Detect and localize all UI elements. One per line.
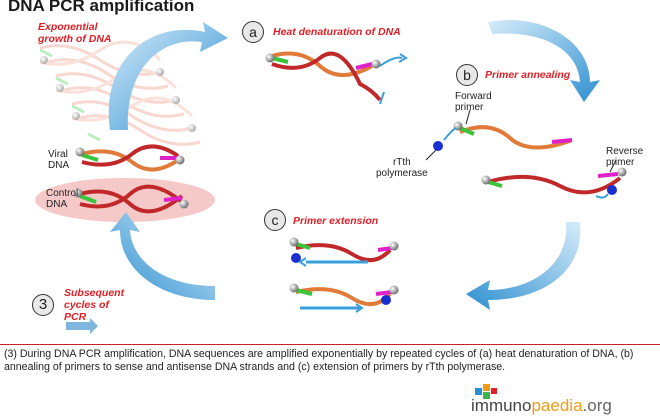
brand-wordmark[interactable]: immunopaedia.org [471,396,612,416]
cycle-arrow-bottom-left [110,212,215,300]
step-a-label: Heat denaturation of DNA [273,26,401,38]
figure-caption: (3) During DNA PCR amplification, DNA se… [4,348,634,373]
step-b-label: Primer annealing [485,69,571,81]
brand-part-immuno: immuno [471,396,532,415]
reverse-primer-strand [481,159,627,199]
step-b-marker: b [456,64,478,86]
brand-logo-icon [475,384,497,399]
step-a-marker: a [242,21,264,43]
denatured-dna [265,51,408,105]
next-cycle-arrow [66,318,98,334]
control-dna-strand [73,184,189,214]
caption-divider [0,344,660,345]
step-c-marker: c [264,209,286,231]
diagram-graphics [35,19,627,334]
brand-part-org: .org [582,396,612,415]
page-title: DNA PCR amplification [8,0,195,15]
step-c-label: Primer extension [293,215,379,227]
viral-dna-strand [75,144,185,172]
cycle-arrow-top [108,22,228,130]
extension-strands [289,237,399,313]
cycle-arrow-top-right [488,19,600,102]
brand-part-paedia: paedia [531,396,583,415]
cycle-arrow-bottom-right [466,222,581,310]
forward-primer-strand [425,109,573,161]
step-3-marker: 3 [32,294,54,316]
